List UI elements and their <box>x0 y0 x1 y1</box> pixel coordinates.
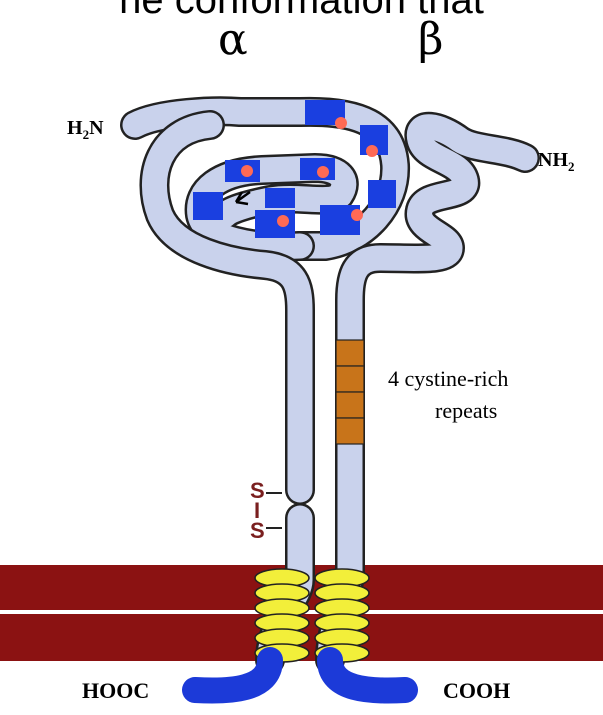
cytoplasmic-domains <box>195 660 405 691</box>
cystine-rich-repeats <box>336 340 364 444</box>
repeats-label-line1: 4 cystine-rich <box>388 368 508 390</box>
alpha-label: α <box>218 18 248 62</box>
alpha-domain-segment <box>193 192 223 220</box>
alpha-domain-segment <box>368 180 396 208</box>
beta-n-terminus: NH2 <box>538 150 575 173</box>
beta-c-terminus: COOH <box>443 680 510 702</box>
cystine-repeat-block <box>336 366 364 392</box>
binding-site-dot <box>351 209 363 221</box>
binding-site-dot <box>317 166 329 178</box>
alpha-cytoplasmic-tail <box>195 660 270 691</box>
alpha-domain-segment <box>265 188 295 208</box>
beta-label: β <box>418 18 443 62</box>
repeats-label-line2: repeats <box>435 400 497 422</box>
binding-site-dot <box>335 117 347 129</box>
binding-site-dot <box>277 215 289 227</box>
beta-cytoplasmic-tail <box>330 660 405 691</box>
alpha-domain-segment <box>300 158 335 180</box>
binding-site-dot <box>366 145 378 157</box>
cystine-repeat-block <box>336 340 364 366</box>
cystine-repeat-block <box>336 392 364 418</box>
cystine-repeat-block <box>336 418 364 444</box>
alpha-c-terminus: HOOC <box>82 680 149 702</box>
binding-site-dot <box>241 165 253 177</box>
alpha-n-terminus: H2N <box>67 118 104 141</box>
alpha-domain-segment <box>255 210 295 238</box>
disulfide-s-bottom: S <box>250 520 265 542</box>
